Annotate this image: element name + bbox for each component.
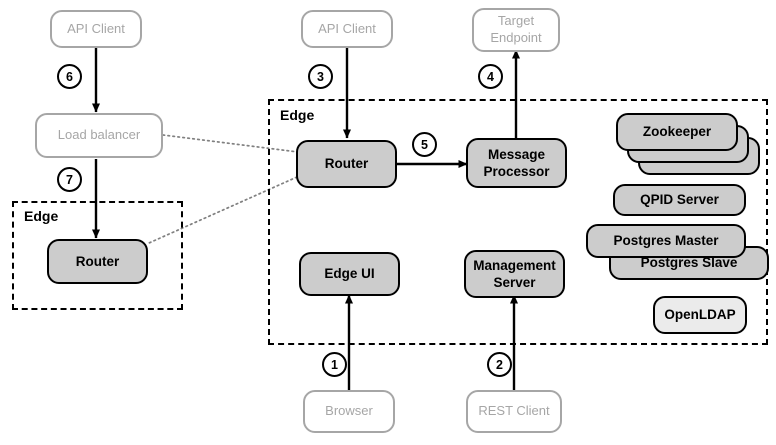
group-edge-left-label: Edge [24,208,59,224]
node-zookeeper[interactable]: Zookeeper [616,113,738,151]
step-badge-2-label: 2 [496,357,503,372]
node-message-processor[interactable]: Message Processor [466,138,567,188]
node-zookeeper-label: Zookeeper [642,124,712,140]
step-badge-6-label: 6 [66,69,73,84]
node-target-endpoint[interactable]: Target Endpoint [472,8,560,52]
step-badge-7: 7 [57,167,82,192]
dotted-load-balancer-to-router-left [148,176,298,244]
node-api-client-left[interactable]: API Client [50,10,142,48]
node-openldap-label: OpenLDAP [664,307,736,323]
node-router-main-label: Router [324,156,369,172]
node-load-balancer[interactable]: Load balancer [35,113,163,158]
step-badge-1-label: 1 [331,357,338,372]
node-router-main[interactable]: Router [296,140,397,188]
node-management-server[interactable]: Management Server [464,250,565,298]
step-badge-4-label: 4 [487,69,494,84]
node-rest-client[interactable]: REST Client [466,390,562,433]
node-edge-ui-label: Edge UI [324,266,375,282]
step-badge-3-label: 3 [317,69,324,84]
node-postgres-master-label: Postgres Master [613,233,719,249]
step-badge-3: 3 [308,64,333,89]
node-load-balancer-label: Load balancer [57,127,141,143]
node-router-left-label: Router [75,253,120,269]
node-postgres-slave-label: Postgres Slave [640,255,738,271]
node-api-client-mid-label: API Client [318,20,376,36]
stack-zookeeper-cassandra: Cassandra Zookeeper [616,113,766,181]
step-badge-5: 5 [412,132,437,157]
node-browser-label: Browser [325,403,373,419]
stack-postgres: Postgres Slave Postgres Master [586,224,769,284]
node-target-endpoint-label-line2: Endpoint [490,30,542,45]
step-badge-2: 2 [487,352,512,377]
node-api-client-mid[interactable]: API Client [301,10,393,48]
node-message-processor-label-line2: Processor [483,164,550,179]
node-management-server-label-line2: Server [493,275,536,290]
node-edge-ui[interactable]: Edge UI [299,252,400,296]
step-badge-4: 4 [478,64,503,89]
node-router-left[interactable]: Router [47,239,148,284]
step-badge-5-label: 5 [421,137,428,152]
node-qpid-server[interactable]: QPID Server [613,184,746,216]
group-edge-main-label: Edge [280,107,315,123]
node-openldap[interactable]: OpenLDAP [653,296,747,334]
node-target-endpoint-label-line1: Target [497,13,535,29]
group-edge-left [12,201,183,310]
group-edge-main [268,99,768,345]
node-rest-client-label: REST Client [478,403,550,419]
node-browser[interactable]: Browser [303,390,395,433]
node-message-processor-label-line1: Message [487,146,546,162]
node-api-client-left-label: API Client [67,20,125,36]
step-badge-1: 1 [322,352,347,377]
step-badge-7-label: 7 [66,172,73,187]
node-management-server-label-line1: Management [473,257,556,273]
node-qpid-server-label: QPID Server [640,192,719,208]
step-badge-6: 6 [57,64,82,89]
node-postgres-master[interactable]: Postgres Master [586,224,746,258]
